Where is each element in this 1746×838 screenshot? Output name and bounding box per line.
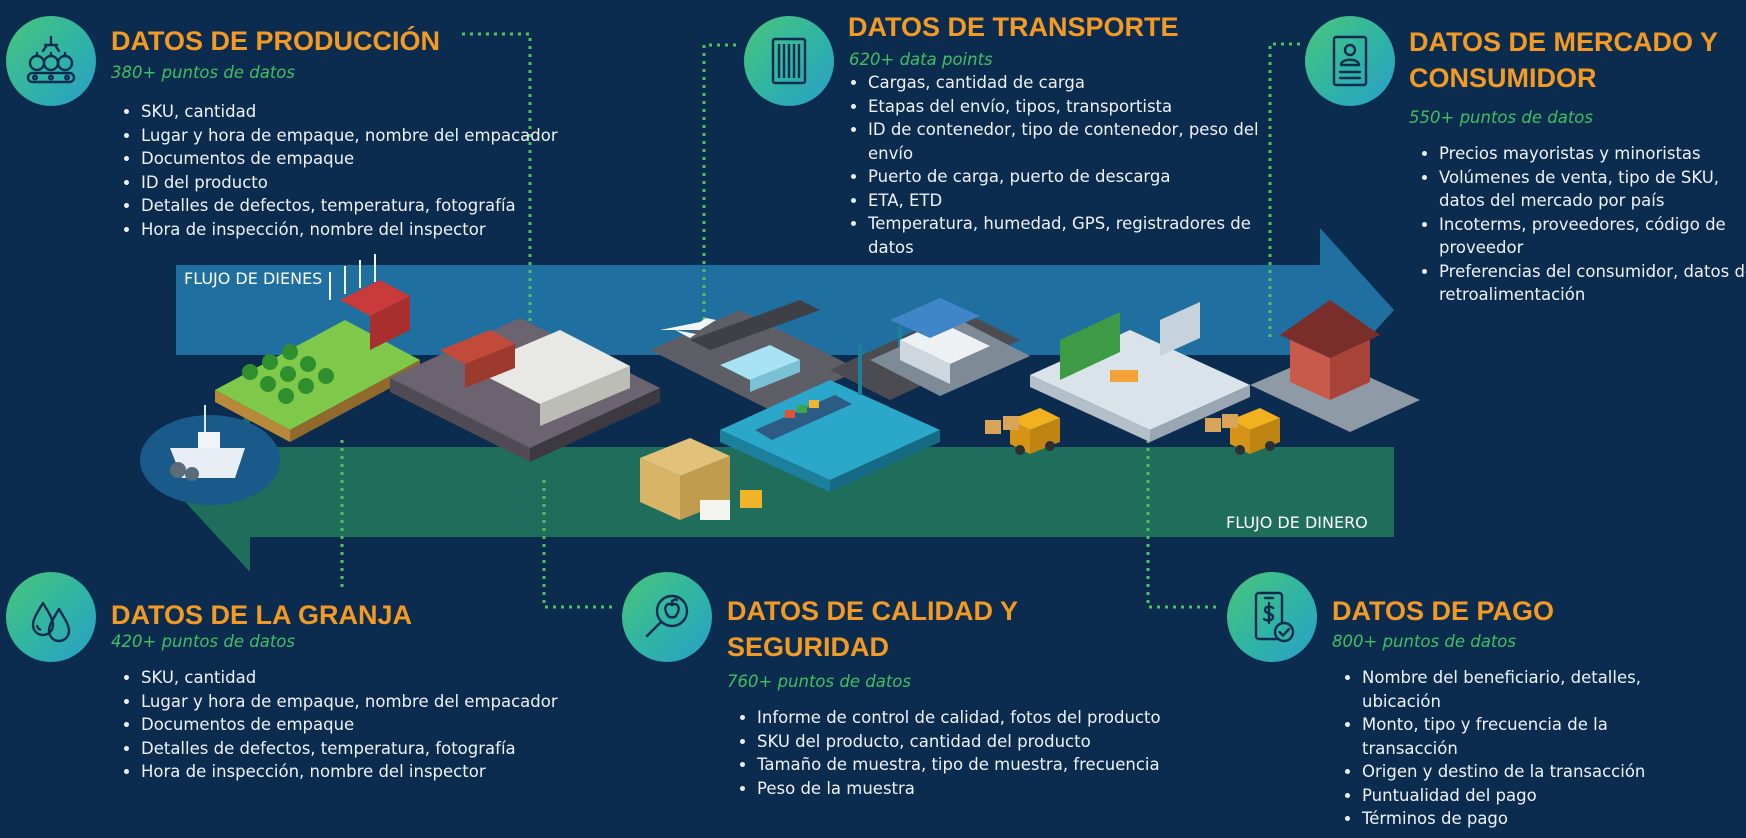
- quality-subtitle: 760+ puntos de datos: [727, 672, 911, 691]
- list-item: SKU del producto, cantidad del producto: [757, 730, 1227, 754]
- market-icon-badge: [1305, 16, 1395, 106]
- list-item: Términos de pago: [1362, 807, 1692, 831]
- production-subtitle: 380+ puntos de datos: [111, 63, 295, 82]
- list-item: ID del producto: [141, 171, 561, 195]
- list-item: Hora de inspección, nombre del inspector: [141, 760, 561, 784]
- quality-icon-badge: [622, 572, 712, 662]
- market-title-line-1: DATOS DE MERCADO Y: [1409, 27, 1719, 57]
- production-list: SKU, cantidad Lugar y hora de empaque, n…: [111, 100, 561, 241]
- quality-list: Informe de control de calidad, fotos del…: [727, 706, 1227, 800]
- retail-store-block: [1030, 302, 1250, 442]
- list-item: ETA, ETD: [868, 189, 1268, 213]
- transport-list: Cargas, cantidad de carga Etapas del env…: [838, 71, 1268, 259]
- list-item: Lugar y hora de empaque, nombre del empa…: [141, 690, 561, 714]
- list-item: Tamaño de muestra, tipo de muestra, frec…: [757, 753, 1227, 777]
- list-item: Monto, tipo y frecuencia de la transacci…: [1362, 713, 1692, 760]
- quality-title-line-2: SEGURIDAD: [727, 632, 890, 662]
- list-item: Preferencias del consumidor, datos de re…: [1439, 260, 1746, 307]
- transport-icon-badge: [744, 16, 834, 106]
- money-flow-label: FLUJO DE DINERO: [1226, 513, 1368, 532]
- conveyor-fruit-icon: [26, 35, 76, 84]
- distribution-block: [870, 298, 1030, 396]
- list-item: Incoterms, proveedores, código de provee…: [1439, 213, 1746, 260]
- list-item: Puntualidad del pago: [1362, 784, 1692, 808]
- market-subtitle: 550+ puntos de datos: [1409, 108, 1593, 127]
- factory-block: [390, 318, 660, 462]
- list-item: Puerto de carga, puerto de descarga: [868, 165, 1268, 189]
- list-item: Nombre del beneficiario, detalles, ubica…: [1362, 666, 1692, 713]
- connector-lines: [340, 32, 1300, 609]
- list-item: Detalles de defectos, temperatura, fotog…: [141, 194, 561, 218]
- warehouse-block: [640, 438, 762, 520]
- list-item: Etapas del envío, tipos, transportista: [868, 95, 1268, 119]
- list-item: Documentos de empaque: [141, 713, 561, 737]
- magnifier-apple-icon: [645, 594, 689, 638]
- list-item: SKU, cantidad: [141, 100, 561, 124]
- mobile-payment-icon: [1254, 591, 1295, 643]
- transport-subtitle: 620+ data points: [849, 50, 993, 69]
- list-item: SKU, cantidad: [141, 666, 561, 690]
- fishing-boat-scene: [140, 405, 280, 505]
- payment-list: Nombre del beneficiario, detalles, ubica…: [1332, 666, 1692, 831]
- farm-icon-badge: [6, 572, 96, 662]
- market-title: DATOS DE MERCADO Y CONSUMIDOR: [1409, 24, 1718, 96]
- list-item: Volúmenes de venta, tipo de SKU, datos d…: [1439, 166, 1746, 213]
- list-item: Informe de control de calidad, fotos del…: [757, 706, 1227, 730]
- boxes-stack: [985, 414, 1238, 434]
- quality-title-line-1: DATOS DE CALIDAD Y: [727, 596, 1019, 626]
- airport-block: [650, 300, 860, 410]
- list-item: Hora de inspección, nombre del inspector: [141, 218, 561, 242]
- shipping-container-icon: [771, 37, 807, 85]
- delivery-truck-2: [1230, 408, 1280, 455]
- farm-block: [215, 254, 420, 442]
- production-icon-badge: [6, 16, 96, 106]
- farm-subtitle: 420+ puntos de datos: [111, 632, 295, 651]
- market-list: Precios mayoristas y minoristas Volúmene…: [1409, 142, 1746, 307]
- quality-title: DATOS DE CALIDAD Y SEGURIDAD: [727, 593, 1018, 665]
- list-item: Detalles de defectos, temperatura, fotog…: [141, 737, 561, 761]
- water-drops-icon: [31, 601, 71, 643]
- payment-icon-badge: [1227, 572, 1317, 662]
- list-item: Precios mayoristas y minoristas: [1439, 142, 1746, 166]
- list-item: Origen y destino de la transacción: [1362, 760, 1692, 784]
- production-title: DATOS DE PRODUCCIÓN: [111, 26, 441, 56]
- list-item: ID de contenedor, tipo de contenedor, pe…: [868, 118, 1268, 165]
- house-block: [1250, 300, 1420, 432]
- payment-title: DATOS DE PAGO: [1332, 596, 1555, 626]
- list-item: Documentos de empaque: [141, 147, 561, 171]
- transport-title: DATOS DE TRANSPORTE: [848, 12, 1179, 42]
- money-flow-arrow: [176, 412, 1394, 572]
- list-item: Cargas, cantidad de carga: [868, 71, 1268, 95]
- farm-title: DATOS DE LA GRANJA: [111, 600, 413, 630]
- list-item: Temperatura, humedad, GPS, registradores…: [868, 212, 1268, 259]
- delivery-truck-1: [1010, 408, 1060, 455]
- farm-list: SKU, cantidad Lugar y hora de empaque, n…: [111, 666, 561, 784]
- list-item: Lugar y hora de empaque, nombre del empa…: [141, 124, 561, 148]
- market-title-line-2: CONSUMIDOR: [1409, 63, 1597, 93]
- consumer-profile-icon: [1332, 35, 1368, 87]
- goods-flow-label: FLUJO DE DIENES: [184, 269, 323, 288]
- payment-subtitle: 800+ puntos de datos: [1332, 632, 1516, 651]
- list-item: Peso de la muestra: [757, 777, 1227, 801]
